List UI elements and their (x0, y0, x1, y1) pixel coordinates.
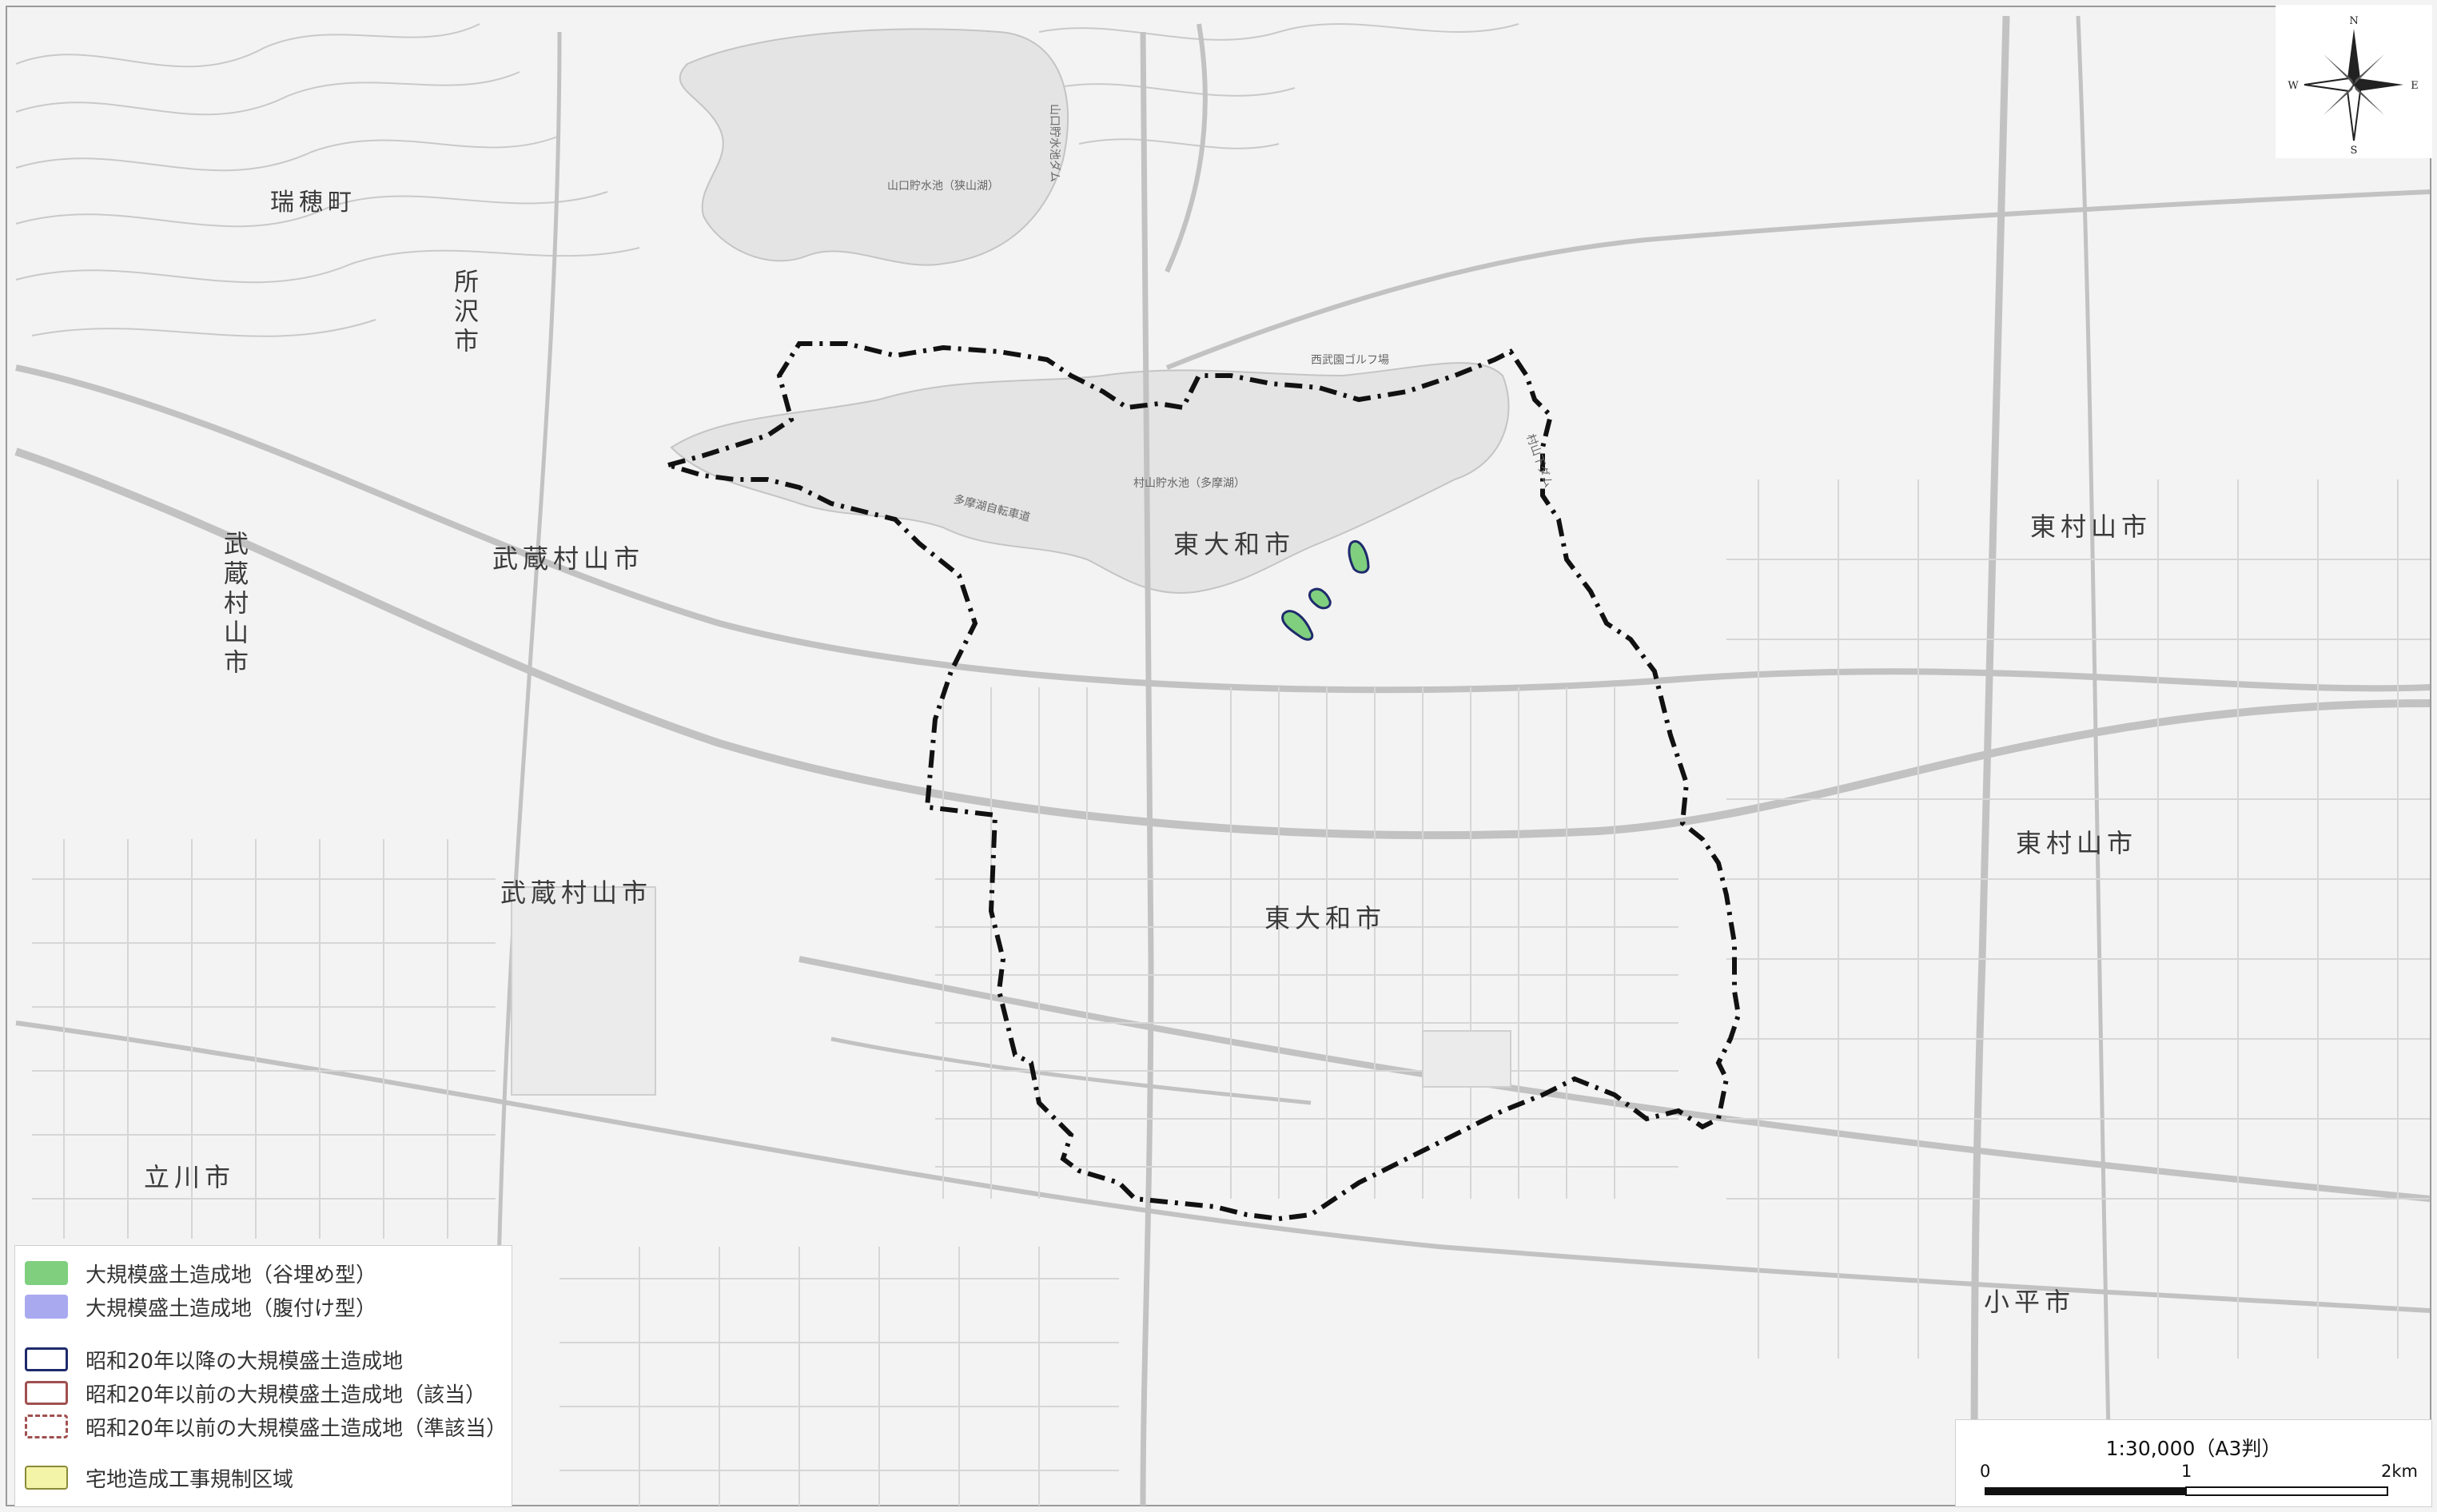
legend-swatch-side-fill (25, 1295, 68, 1319)
compass-rose-icon: N S E W (2288, 15, 2419, 157)
legend-item-valley-fill: 大規模盛土造成地（谷埋め型） (25, 1257, 376, 1289)
legend-swatch-post-1945 (25, 1347, 68, 1371)
place-label-higashimurayama-1: 東村山市 (2030, 511, 2152, 542)
map-legend: 大規模盛土造成地（谷埋め型） 大規模盛土造成地（腹付け型） 昭和20年以降の大規… (14, 1245, 512, 1507)
legend-swatch-valley-fill (25, 1261, 68, 1285)
place-label-higashiyamato-1: 東大和市 (1173, 529, 1296, 559)
place-label-higashiyamato-2: 東大和市 (1264, 903, 1387, 933)
yamaguchi-reservoir (679, 28, 1069, 266)
murayama-reservoir (670, 362, 1510, 594)
compass-w: W (2288, 80, 2299, 92)
scale-tick-1: 1 (2181, 1462, 2192, 1481)
place-label-tokorozawa: 所沢市 (449, 269, 478, 357)
legend-swatch-pre-1945-quasi (25, 1415, 68, 1438)
legend-item-regulated-zone: 宅地造成工事規制区域 (25, 1462, 293, 1494)
place-label-mizuho: 瑞穂町 (270, 189, 356, 217)
legend-label-regulated-zone: 宅地造成工事規制区域 (86, 1467, 294, 1492)
legend-item-pre-1945: 昭和20年以前の大規模盛土造成地（該当） (25, 1377, 486, 1409)
legend-label-post-1945: 昭和20年以降の大規模盛土造成地 (86, 1349, 404, 1374)
fill-site-2[interactable] (1308, 587, 1332, 610)
fill-site-1[interactable] (1348, 540, 1370, 574)
place-label-tachikawa: 立川市 (144, 1162, 236, 1192)
legend-item-pre-1945-quasi: 昭和20年以前の大規模盛土造成地（準該当） (25, 1411, 507, 1442)
legend-label-pre-1945-quasi: 昭和20年以前の大規模盛土造成地（準該当） (86, 1416, 508, 1441)
scale-bar (1985, 1486, 2388, 1496)
place-label-musashimurayama-1: 武蔵村山市 (492, 543, 645, 574)
label-yamaguchi-reservoir: 山口貯水池（狭山湖） (887, 180, 999, 193)
legend-item-post-1945: 昭和20年以降の大規模盛土造成地 (25, 1343, 403, 1375)
scale-tick-0: 0 (1980, 1462, 1991, 1481)
hill-contours (15, 23, 1519, 337)
higashiyamato-city-boundary (659, 341, 1742, 1222)
scale-tick-2km: 2km (2381, 1462, 2418, 1481)
place-label-musashimurayama-vertical: 武蔵村山市 (219, 531, 248, 678)
label-yamaguchi-dam: 山口貯水池ダム (1048, 104, 1061, 182)
legend-item-side-fill: 大規模盛土造成地（腹付け型） (25, 1291, 376, 1323)
scale-bar-box: 1:30,000（A3判） 0 1 2km (1955, 1419, 2432, 1507)
fill-site-3[interactable] (1281, 610, 1314, 641)
place-label-musashimurayama-2: 武蔵村山市 (500, 877, 653, 908)
airfield-block (511, 886, 656, 1096)
compass-e: E (2411, 80, 2419, 92)
legend-swatch-pre-1945 (25, 1381, 68, 1405)
compass-s: S (2351, 145, 2358, 157)
map-frame (6, 6, 2431, 1506)
place-label-higashimurayama-2: 東村山市 (2016, 828, 2138, 858)
scale-title: 1:30,000（A3判） (2105, 1437, 2282, 1460)
school-block (1422, 1030, 1511, 1088)
legend-label-side-fill: 大規模盛土造成地（腹付け型） (86, 1296, 377, 1321)
compass-n: N (2349, 15, 2358, 27)
street-grid (32, 479, 2430, 1506)
legend-label-valley-fill: 大規模盛土造成地（谷埋め型） (86, 1263, 377, 1287)
legend-swatch-regulated-zone (25, 1466, 68, 1490)
compass-rose: N S E W (2276, 5, 2432, 158)
place-label-kodaira: 小平市 (1984, 1287, 2076, 1317)
label-murayama-reservoir: 村山貯水池（多摩湖） (1133, 477, 1245, 490)
legend-label-pre-1945: 昭和20年以前の大規模盛土造成地（該当） (86, 1383, 487, 1407)
label-seibu-golf: 西武園ゴルフ場 (1311, 354, 1389, 367)
